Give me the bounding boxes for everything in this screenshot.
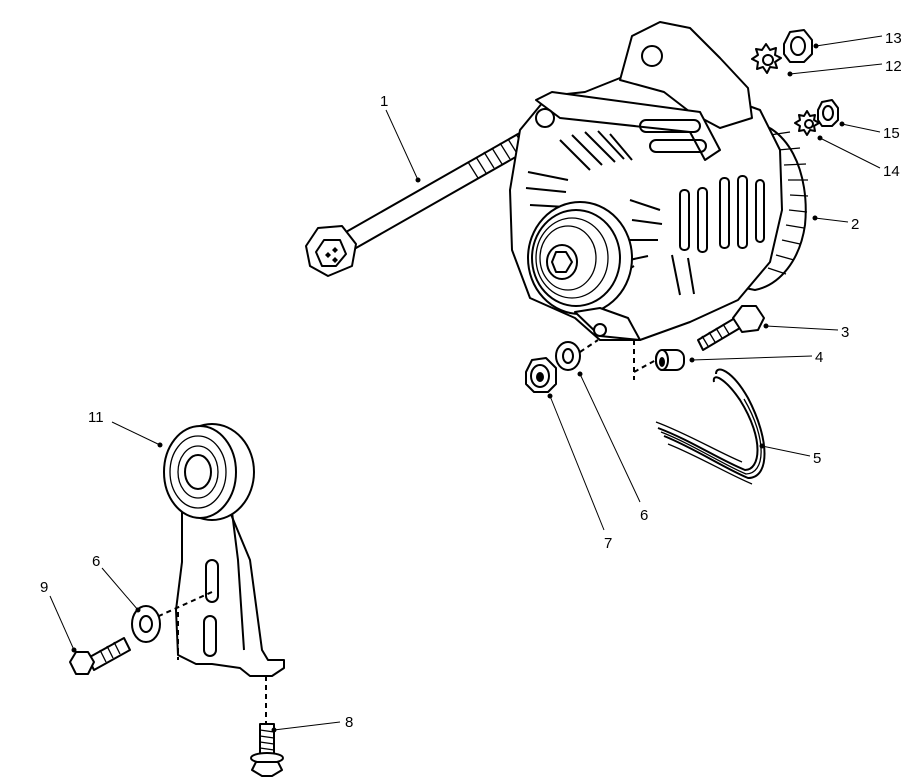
leader-dots (71, 43, 845, 733)
callout-3: 3 (841, 324, 849, 341)
callout-4: 4 (815, 349, 823, 366)
part-8-flange-bolt (250, 723, 284, 777)
callout-6-upper: 6 (640, 507, 648, 524)
callout-8: 8 (345, 714, 353, 731)
callout-13: 13 (885, 30, 902, 47)
callout-5: 5 (813, 450, 821, 467)
leader-lines (49, 35, 883, 731)
part-9-bolt (69, 637, 131, 675)
part-11-tensioner (163, 423, 285, 677)
callout-11: 11 (88, 409, 104, 426)
part-6-washer-lower (131, 605, 161, 643)
callout-2: 2 (851, 216, 859, 233)
callout-9: 9 (40, 579, 48, 596)
callout-12: 12 (885, 58, 902, 75)
assembly-line (633, 359, 657, 373)
callout-14: 14 (883, 163, 900, 180)
part-5-drive-belt (655, 368, 766, 485)
callout-1: 1 (380, 93, 388, 110)
assembly-line (579, 339, 599, 353)
part-15-nut (817, 99, 839, 127)
part-1-long-bolt (305, 129, 536, 277)
callout-6-lower: 6 (92, 553, 100, 570)
part-3-bolt (697, 305, 765, 351)
part-6-washer-upper (555, 341, 581, 371)
part-12-star-washer (751, 43, 782, 74)
part-4-spacer (655, 349, 685, 371)
part-7-nut (525, 357, 557, 393)
callout-7: 7 (604, 535, 612, 552)
callout-15: 15 (883, 125, 900, 142)
part-14-star-washer (794, 110, 820, 136)
part-2-alternator (509, 21, 809, 341)
part-13-nut (783, 29, 813, 63)
assembly-line (149, 591, 213, 621)
